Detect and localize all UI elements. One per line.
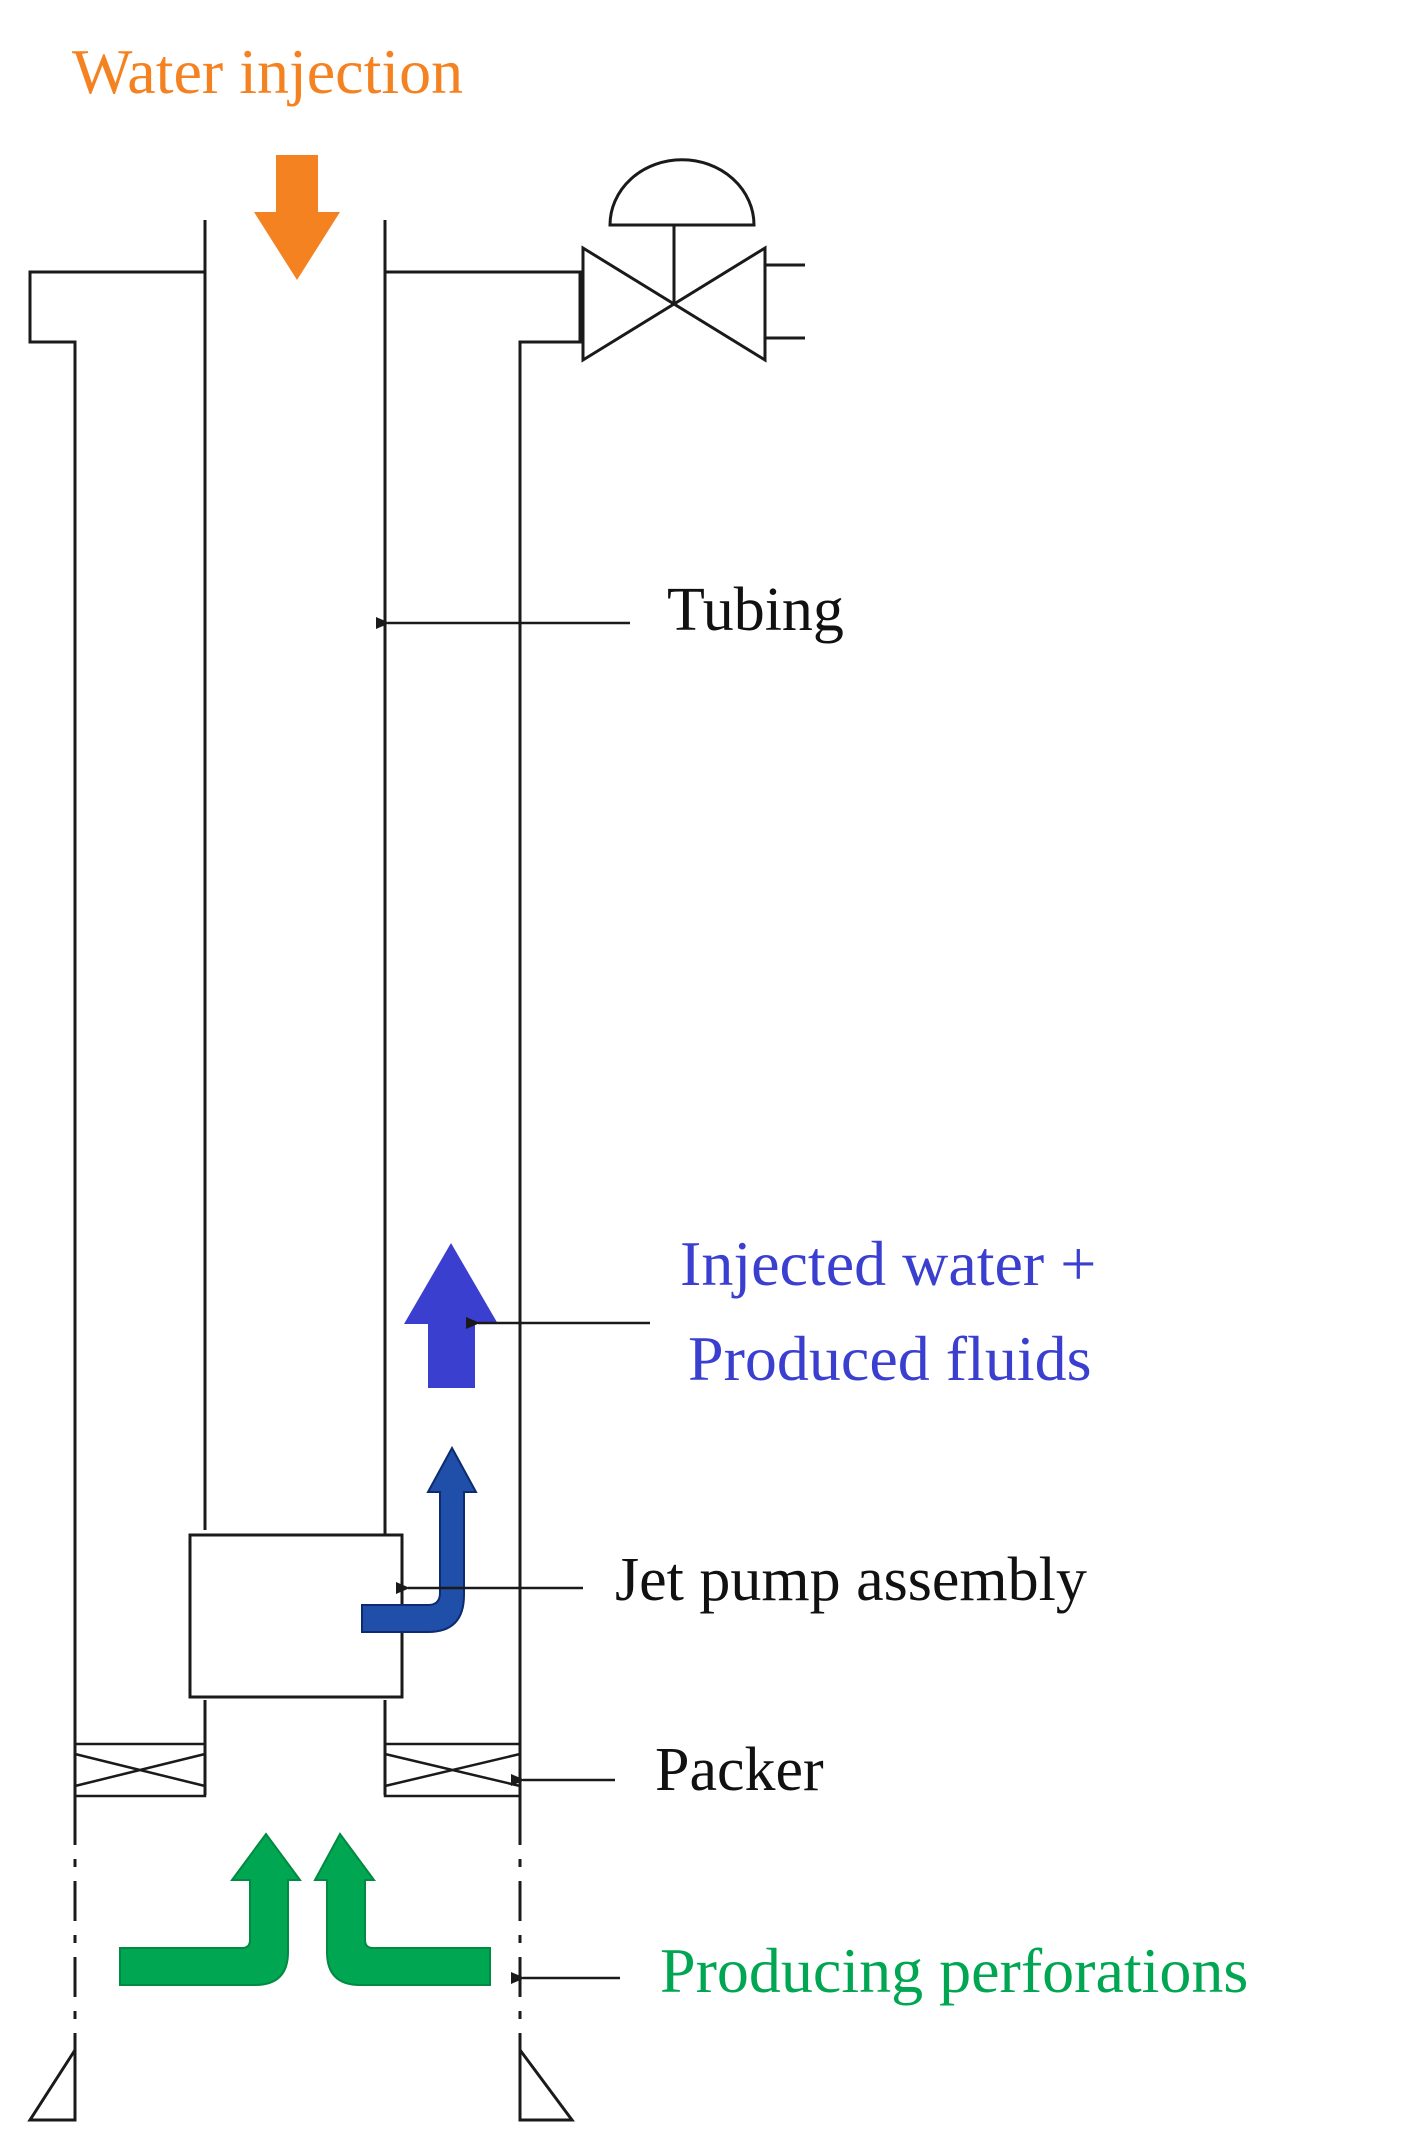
pointer-arrows	[376, 617, 650, 1984]
label-injected-line1: Injected water +	[680, 1228, 1096, 1299]
producing-flow-arrows	[119, 1832, 491, 1986]
label-packer: Packer	[655, 1736, 824, 1804]
packer-left	[73, 1742, 207, 1798]
tubing	[203, 220, 387, 1795]
casing-shoe	[27, 2044, 575, 2122]
injected-fluids-arrow	[404, 1243, 498, 1388]
valve	[581, 158, 805, 363]
casing	[28, 220, 582, 2120]
jet-pump-flow-arrow	[361, 1445, 478, 1633]
label-injected-line2: Produced fluids	[688, 1323, 1092, 1394]
label-water-injection: Water injection	[72, 36, 463, 107]
label-tubing: Tubing	[667, 576, 844, 644]
label-producing-perforations: Producing perforations	[660, 1935, 1248, 2006]
water-injection-arrow	[254, 155, 340, 280]
label-jet-pump: Jet pump assembly	[615, 1546, 1087, 1614]
packer-right	[383, 1742, 522, 1798]
